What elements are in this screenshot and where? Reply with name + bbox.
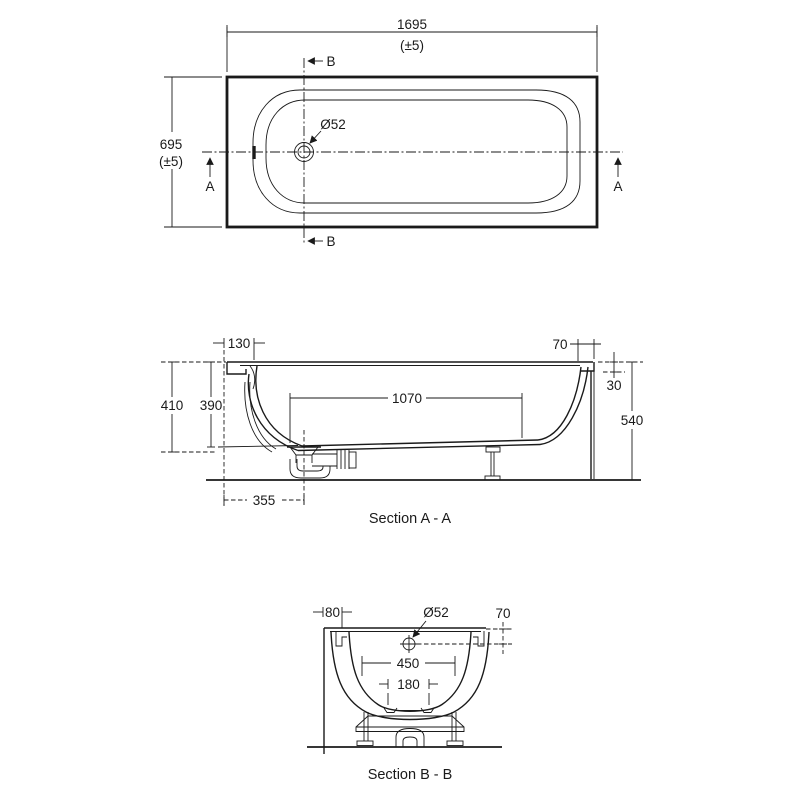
dim-1070-value: 1070	[392, 391, 422, 406]
dim-450-value: 450	[397, 656, 420, 671]
support-cradle	[355, 712, 465, 747]
dim-540	[628, 361, 636, 481]
dim-length	[226, 25, 598, 72]
waste-trap	[287, 446, 357, 479]
dim-130-value: 130	[228, 336, 251, 351]
dim-180	[379, 679, 438, 705]
dim-width-value: 695	[160, 137, 183, 152]
dim-30-value: 30	[606, 378, 621, 393]
tub-rim-inner-edge	[252, 89, 581, 214]
dim-length-tolerance: (±5)	[400, 38, 424, 53]
dim-80	[313, 607, 352, 628]
dim-390-value: 390	[200, 398, 223, 413]
dim-410-value: 410	[161, 398, 184, 413]
dim-70-aa	[570, 339, 601, 361]
plan-view: Ø52 1695 (±5) 695 (±5) A A B B	[159, 17, 623, 249]
section-aa-title: Section A - A	[369, 511, 452, 527]
dim-355	[223, 350, 305, 506]
bb-drain-dia-label: Ø52	[423, 605, 449, 620]
drain-leader-arrow	[309, 130, 322, 144]
tub-basin-bottom-edge	[265, 99, 568, 204]
section-label-a-right: A	[613, 179, 622, 194]
section-label-b-bottom: B	[326, 234, 335, 249]
section-bb-title: Section B - B	[368, 767, 453, 783]
dim-130	[213, 338, 265, 360]
dim-540-value: 540	[621, 413, 644, 428]
dim-390	[207, 361, 299, 448]
dim-width-tolerance: (±5)	[159, 154, 183, 169]
plan-drain-dia-label: Ø52	[320, 117, 346, 132]
section-label-b-top: B	[326, 54, 335, 69]
tub-profile-bb	[323, 627, 513, 754]
dim-70-bb-value: 70	[495, 606, 510, 621]
dim-70-bb	[499, 622, 507, 654]
dim-355-value: 355	[253, 493, 276, 508]
dim-410	[161, 361, 226, 453]
drain-symbol-plan	[294, 142, 314, 162]
section-aa-view: 130 70 30 410	[161, 336, 644, 527]
tub-profile-aa	[226, 361, 595, 479]
dim-30	[598, 352, 643, 378]
dim-1070	[289, 393, 523, 443]
section-label-a-left: A	[205, 179, 214, 194]
dim-80-value: 80	[325, 605, 340, 620]
drain-leader-arrow-bb	[412, 620, 427, 638]
dim-length-value: 1695	[397, 17, 427, 32]
dim-450	[361, 656, 456, 676]
section-bb-view: Ø52 70 80 450	[307, 605, 513, 783]
drain-symbol-bb	[400, 635, 418, 653]
dim-width	[164, 76, 222, 228]
support-leg-aa	[484, 446, 501, 481]
dim-70-aa-value: 70	[552, 337, 567, 352]
dim-180-value: 180	[397, 677, 420, 692]
